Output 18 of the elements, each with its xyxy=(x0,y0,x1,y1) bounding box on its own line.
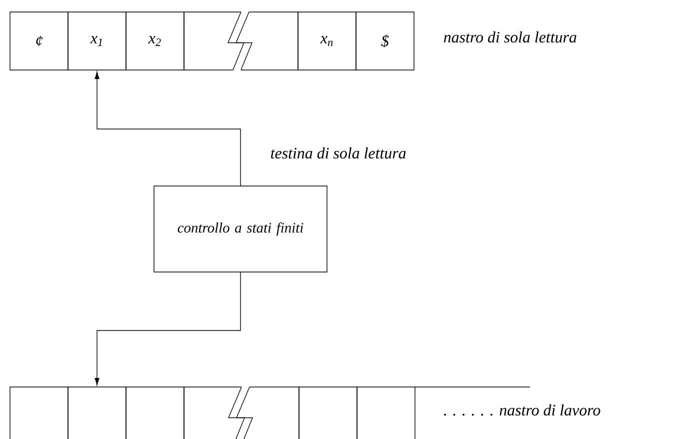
arrow xyxy=(94,272,241,386)
tape-cell: x$_{n}$ xyxy=(298,12,356,70)
tape-label: nastro di sola lettura xyxy=(444,31,576,43)
tape-label: . . . . . . nastro di lavoro xyxy=(444,404,600,416)
arrow xyxy=(94,72,241,186)
tape-cell: x$_{1}$ xyxy=(68,12,126,70)
tape-cell xyxy=(126,386,184,439)
tape-cell: ¢ xyxy=(10,12,68,70)
control-box: controllo a stati finiti xyxy=(154,186,328,272)
broken-tape-cell xyxy=(184,386,300,439)
broken-tape-cell xyxy=(184,12,298,70)
tape-cell xyxy=(10,386,68,439)
tape-cell xyxy=(68,386,126,439)
head-label: testina di sola lettura xyxy=(271,147,406,159)
tape-cell: x$_{2}$ xyxy=(126,12,184,70)
tape-cell xyxy=(298,386,358,439)
tape-cell xyxy=(356,386,416,439)
tape-cell: $ xyxy=(356,12,414,70)
